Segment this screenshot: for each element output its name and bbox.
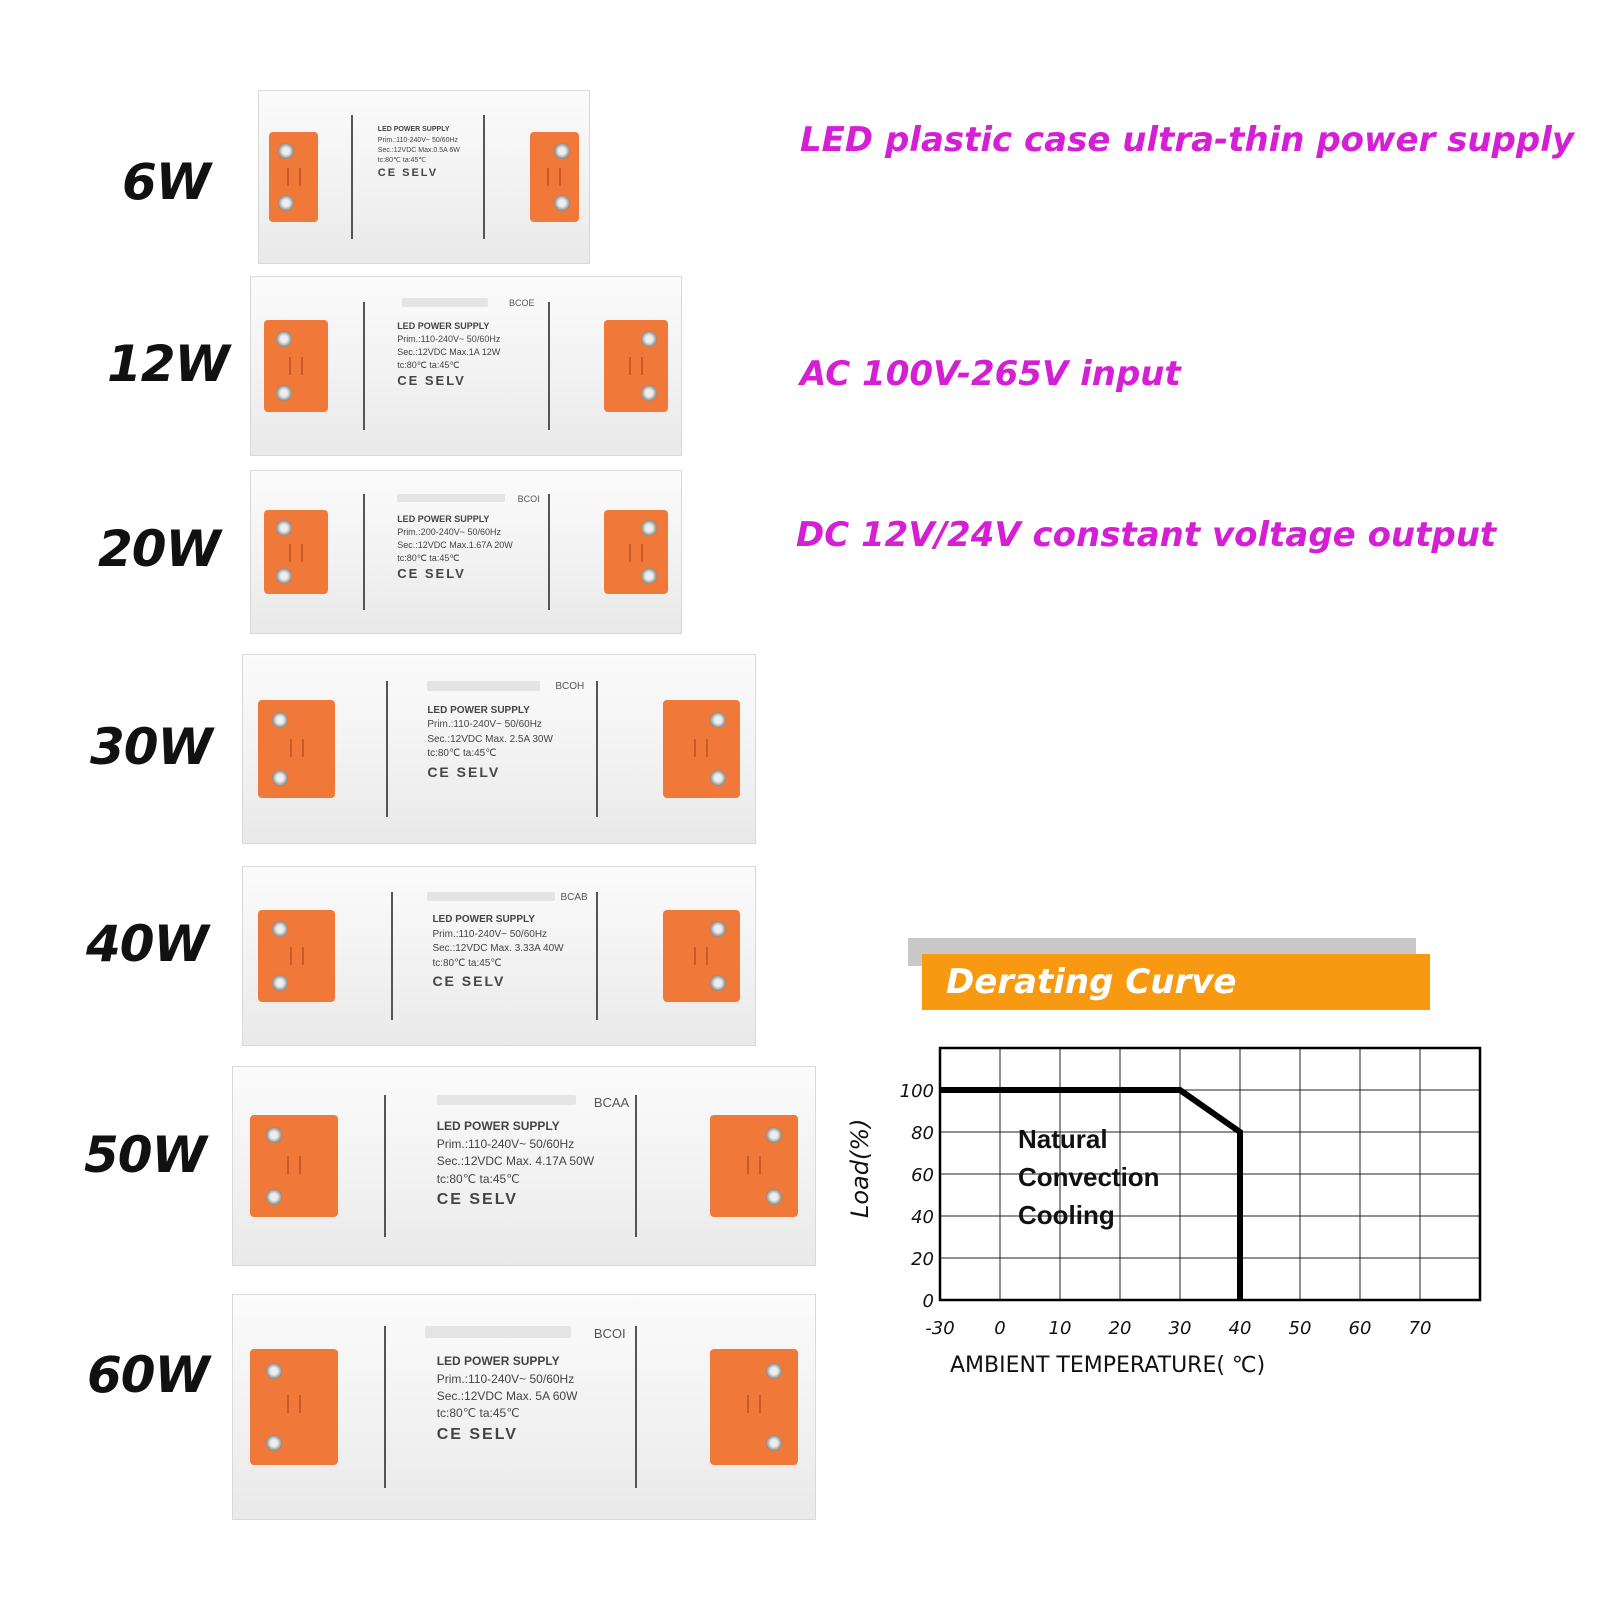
annotation-line: Convection xyxy=(1018,1162,1160,1192)
label-temps: tc:80℃ ta:45℃ xyxy=(436,1406,520,1421)
product-image-40w: BCAB LED POWER SUPPLY Prim.:110-240V~ 50… xyxy=(242,866,756,1046)
label-spec: Sec.:12VDC Max.1.67A 20W xyxy=(397,540,513,551)
label-temps: tc:80℃ ta:45℃ xyxy=(377,156,427,164)
y-tick-labels: 0 20 40 60 80 100 xyxy=(900,1081,934,1312)
label-temps: tc:80℃ ta:45℃ xyxy=(397,553,460,564)
label-spec: Sec.:12VDC Max.1A 12W xyxy=(397,346,501,357)
wattage-label-30w: 30W xyxy=(90,718,213,776)
derating-series-line xyxy=(940,1087,1243,1300)
label-marks: CE SELV xyxy=(436,1425,518,1443)
label-marks: CE SELV xyxy=(436,1191,518,1209)
model-code: BCOH xyxy=(555,681,585,693)
label-spec: Sec.:12VDC Max. 4.17A 50W xyxy=(436,1154,595,1169)
label-temps: tc:80℃ ta:45℃ xyxy=(427,748,497,760)
wattage-label-20w: 20W xyxy=(98,520,221,578)
label-spec: Sec.:12VDC Max. 3.33A 40W xyxy=(432,943,564,955)
label-marks: CE SELV xyxy=(397,372,466,388)
label-prim: Prim.:110-240V~ 50/60Hz xyxy=(427,719,542,731)
model-code: BCAA xyxy=(593,1094,630,1110)
product-image-12w: BCOE LED POWER SUPPLY Prim.:110-240V~ 50… xyxy=(250,276,682,456)
wattage-label-60w: 60W xyxy=(87,1346,210,1404)
x-axis-label: AMBIENT TEMPERATURE( ℃) xyxy=(950,1353,1265,1378)
y-axis-label: Load(%) xyxy=(846,1118,874,1218)
label-prim: Prim.:200-240V~ 50/60Hz xyxy=(397,527,501,538)
y-tick-label: 100 xyxy=(900,1081,934,1102)
label-heading: LED POWER SUPPLY xyxy=(436,1119,560,1134)
x-tick-label: 40 xyxy=(1229,1318,1252,1339)
headline-case: LED plastic case ultra-thin power supply xyxy=(800,120,1575,160)
product-image-6w: LED POWER SUPPLY Prim.:110-240V~ 50/60Hz… xyxy=(258,90,590,264)
x-tick-label: 0 xyxy=(994,1318,1005,1339)
label-heading: LED POWER SUPPLY xyxy=(397,514,490,525)
label-spec: Sec.:12VDC Max. 2.5A 30W xyxy=(427,733,553,745)
model-code: BCAB xyxy=(560,891,588,903)
label-temps: tc:80℃ ta:45℃ xyxy=(436,1171,520,1186)
y-tick-label: 20 xyxy=(911,1249,934,1270)
label-prim: Prim.:110-240V~ 50/60Hz xyxy=(377,136,459,144)
label-heading: LED POWER SUPPLY xyxy=(377,126,450,134)
product-image-30w: BCOH LED POWER SUPPLY Prim.:110-240V~ 50… xyxy=(242,654,756,844)
label-temps: tc:80℃ ta:45℃ xyxy=(432,957,502,969)
label-prim: Prim.:110-240V~ 50/60Hz xyxy=(436,1136,575,1151)
model-code: BCOI xyxy=(517,493,540,504)
x-tick-label: 70 xyxy=(1409,1318,1432,1339)
label-spec: Sec.:12VDC Max. 5A 60W xyxy=(436,1389,578,1404)
wattage-label-40w: 40W xyxy=(86,915,209,973)
label-heading: LED POWER SUPPLY xyxy=(397,320,490,331)
label-marks: CE SELV xyxy=(377,166,439,179)
label-marks: CE SELV xyxy=(397,566,466,582)
annotation-line: Cooling xyxy=(1018,1200,1115,1230)
annotation-line: Natural xyxy=(1018,1124,1108,1154)
wattage-label-6w: 6W xyxy=(122,153,211,211)
y-tick-label: 40 xyxy=(911,1207,934,1228)
model-code: BCOI xyxy=(593,1326,626,1342)
x-tick-label: -30 xyxy=(925,1318,954,1339)
derating-banner: Derating Curve xyxy=(922,954,1430,1010)
label-heading: LED POWER SUPPLY xyxy=(427,704,530,716)
x-tick-label: 50 xyxy=(1289,1318,1312,1339)
x-tick-label: 30 xyxy=(1169,1318,1192,1339)
y-tick-label: 60 xyxy=(911,1165,934,1186)
product-image-20w: BCOI LED POWER SUPPLY Prim.:200-240V~ 50… xyxy=(250,470,682,634)
wattage-label-50w: 50W xyxy=(84,1126,207,1184)
label-temps: tc:80℃ ta:45℃ xyxy=(397,359,460,370)
chart-frame xyxy=(938,1046,1482,1302)
product-image-60w: BCOI LED POWER SUPPLY Prim.:110-240V~ 50… xyxy=(232,1294,816,1520)
x-tick-label: 60 xyxy=(1349,1318,1372,1339)
x-tick-labels: -30 0 10 20 30 40 50 60 70 xyxy=(925,1318,1431,1339)
label-heading: LED POWER SUPPLY xyxy=(432,914,535,926)
headline-output: DC 12V/24V constant voltage output xyxy=(796,515,1497,555)
product-image-50w: BCAA LED POWER SUPPLY Prim.:110-240V~ 50… xyxy=(232,1066,816,1266)
label-prim: Prim.:110-240V~ 50/60Hz xyxy=(397,333,501,344)
model-code: BCOE xyxy=(509,298,535,309)
label-prim: Prim.:110-240V~ 50/60Hz xyxy=(436,1371,575,1386)
label-spec: Sec.:12VDC Max.0.5A 6W xyxy=(377,146,460,154)
label-prim: Prim.:110-240V~ 50/60Hz xyxy=(432,928,548,940)
label-heading: LED POWER SUPPLY xyxy=(436,1354,560,1369)
headline-input: AC 100V-265V input xyxy=(800,354,1181,394)
y-tick-label: 0 xyxy=(923,1291,934,1312)
label-marks: CE SELV xyxy=(432,973,506,990)
label-marks: CE SELV xyxy=(427,763,501,780)
x-tick-label: 20 xyxy=(1109,1318,1132,1339)
x-tick-label: 10 xyxy=(1049,1318,1072,1339)
y-tick-label: 80 xyxy=(911,1123,934,1144)
wattage-label-12w: 12W xyxy=(107,335,230,393)
